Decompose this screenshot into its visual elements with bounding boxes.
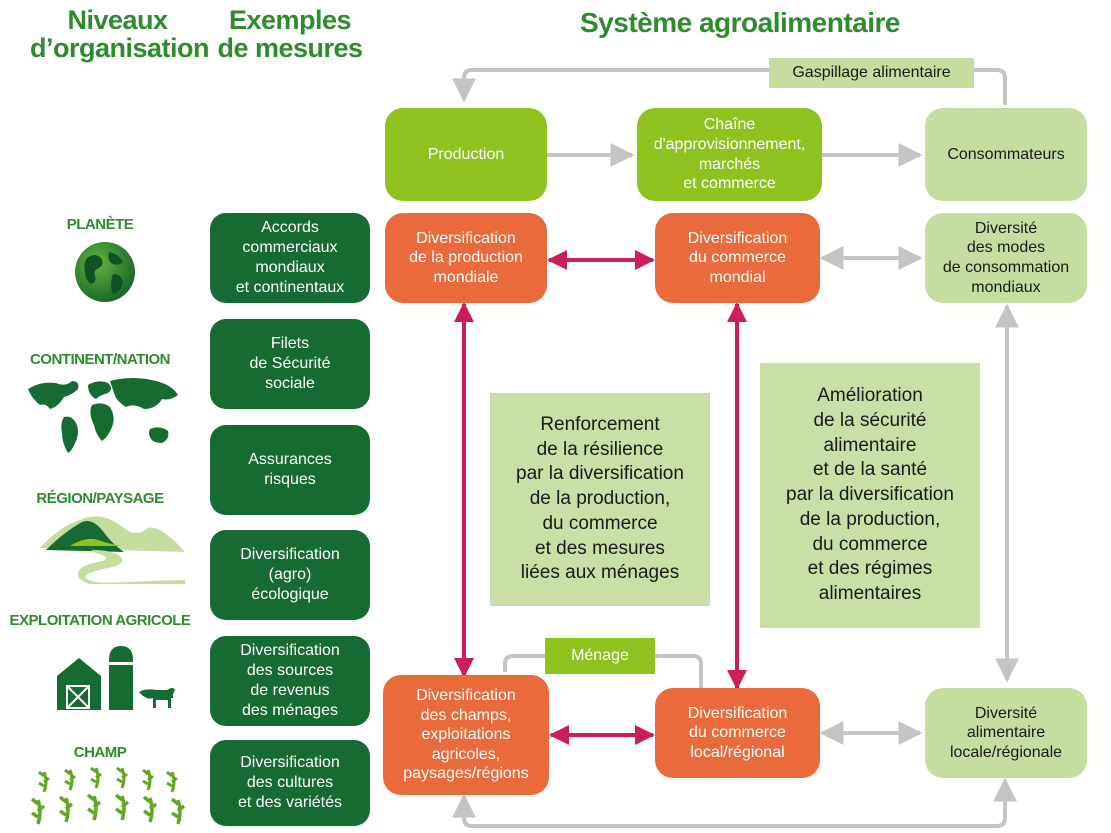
- level-label-planet: PLANÈTE: [66, 216, 134, 233]
- measures-header: Exemples de mesures: [205, 6, 375, 63]
- level-label-region: RÉGION/PAYSAGE: [36, 490, 164, 507]
- measures-header-line2: de mesures: [217, 33, 363, 64]
- measure-agroecological-diversification: Diversification (agro) écologique: [210, 530, 370, 620]
- measure-crop-variety-diversification: Diversification des cultures et des vari…: [210, 740, 370, 826]
- global-production-box: Diversification de la production mondial…: [385, 213, 547, 303]
- global-trade-box: Diversification du commerce mondial: [655, 213, 820, 303]
- local-trade-box: Diversification du commerce local/région…: [655, 688, 820, 778]
- local-fields-box: Diversification des champs, exploitation…: [383, 675, 549, 795]
- globe-icon: [75, 242, 135, 302]
- household-label: Ménage: [545, 638, 655, 674]
- system-header: Système agroalimentaire: [580, 7, 901, 38]
- levels-header-line2: d’organisation: [30, 33, 210, 64]
- resilience-panel: Renforcement de la résilience par la div…: [490, 393, 710, 606]
- food-waste-label: Gaspillage alimentaire: [769, 58, 974, 88]
- landscape-icon: [40, 516, 185, 584]
- crop-field-icon: [30, 766, 186, 825]
- measure-trade-agreements: Accords commerciaux mondiaux et continen…: [210, 213, 370, 303]
- world-map-icon: [28, 378, 178, 453]
- local-diet-box: Diversité alimentaire locale/régionale: [925, 688, 1087, 778]
- food-security-panel: Amélioration de la sécurité alimentaire …: [760, 363, 980, 628]
- food-waste-loop-arrow: [452, 68, 1007, 105]
- supply-chain-box: Chaîne d'approvisionnement, marchés et c…: [637, 108, 822, 201]
- level-label-field: CHAMP: [73, 744, 127, 761]
- measure-household-income-diversification: Diversification des sources de revenus d…: [210, 636, 370, 726]
- consumers-box: Consommateurs: [925, 108, 1087, 201]
- measures-header-line1: Exemples: [228, 5, 352, 35]
- farm-icon: [57, 646, 175, 710]
- level-label-continent: CONTINENT/NATION: [29, 351, 171, 368]
- bottom-loop-arrow: [452, 777, 1017, 828]
- global-consumption-box: Diversité des modes de consommation mond…: [925, 213, 1087, 303]
- measure-social-safety-nets: Filets de Sécurité sociale: [210, 319, 370, 409]
- measure-risk-insurance: Assurances risques: [210, 425, 370, 515]
- level-label-farm: EXPLOITATION AGRICOLE: [9, 612, 191, 629]
- levels-header-line1: Niveaux: [67, 5, 168, 35]
- levels-header: Niveaux d’organisation: [30, 5, 210, 64]
- production-box: Production: [385, 108, 547, 201]
